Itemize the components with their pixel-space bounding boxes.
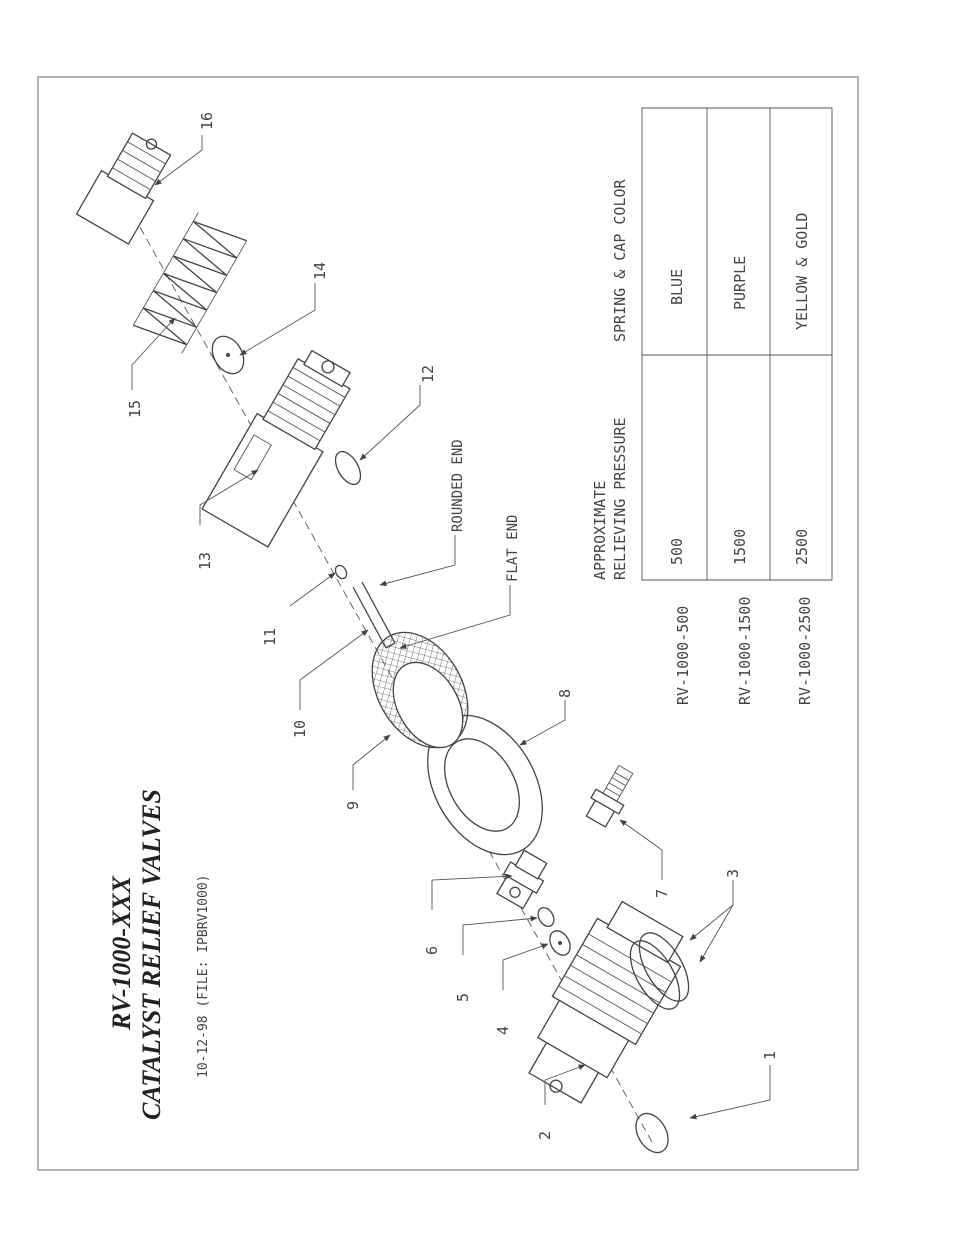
callout-3: 3 <box>724 869 742 878</box>
part-7-fitting <box>585 764 634 828</box>
callout-13: 13 <box>196 552 214 570</box>
callout-11: 11 <box>261 628 279 646</box>
part-13-bonnet <box>201 349 351 548</box>
part-2-body <box>528 900 684 1104</box>
part-5-small-oring <box>537 907 555 927</box>
assembly-centerline <box>121 194 653 1143</box>
sheet-border <box>37 76 859 1171</box>
callout-14: 14 <box>311 262 329 280</box>
callout-2: 2 <box>536 1131 554 1140</box>
title-name: CATALYST RELIEF VALVES <box>137 789 166 1120</box>
table-row-1-color: BLUE <box>668 269 686 305</box>
callout-16: 16 <box>198 112 216 130</box>
spec-table: APPROXIMATE RELIEVING PRESSURE SPRING & … <box>591 107 833 705</box>
part-11-ball <box>334 564 348 580</box>
callout-1: 1 <box>761 1051 779 1060</box>
table-row-2-pressure: 1500 <box>731 529 749 565</box>
part-15-spring <box>132 212 248 354</box>
table-header-pressure-1: APPROXIMATE <box>591 481 609 580</box>
part-3-orings <box>629 932 690 1010</box>
callout-8: 8 <box>556 689 574 698</box>
title-subline: 10-12-98 (FILE: IPBRV1000) <box>196 875 211 1079</box>
callout-5: 5 <box>454 993 472 1002</box>
part-16-cap <box>75 132 172 245</box>
callout-15: 15 <box>126 400 144 418</box>
table-row-1-model: RV-1000-500 <box>674 606 692 705</box>
callout-10: 10 <box>291 720 309 738</box>
title-model: RV-1000-XXX <box>107 875 136 1031</box>
leader-lines <box>131 135 771 1120</box>
part-14-retainer <box>211 335 245 375</box>
table-row-2-model: RV-1000-1500 <box>736 597 754 705</box>
callout-7: 7 <box>653 889 671 898</box>
part-12-oring <box>334 450 362 486</box>
part-4-seat <box>549 930 571 956</box>
callout-6: 6 <box>423 946 441 955</box>
note-flat-end: FLAT END <box>505 515 521 582</box>
part-1-oring <box>635 1112 669 1154</box>
table-row-2-color: PURPLE <box>731 256 749 310</box>
table-row-3-pressure: 2500 <box>793 529 811 565</box>
table-header-color: SPRING & CAP COLOR <box>611 178 629 342</box>
part-9-knurled-nut <box>371 631 469 749</box>
note-rounded-end: ROUNDED END <box>450 439 466 532</box>
pin-notes: ROUNDED END FLAT END <box>450 439 521 582</box>
callout-4: 4 <box>494 1026 512 1035</box>
table-header-pressure-2: RELIEVING PRESSURE <box>611 417 629 580</box>
table-row-3-color: YELLOW & GOLD <box>793 213 811 330</box>
table-row-3-model: RV-1000-2500 <box>796 597 814 705</box>
table-row-1-pressure: 500 <box>668 538 686 565</box>
callout-9: 9 <box>344 801 362 810</box>
callout-labels: 1 2 3 4 5 6 7 8 9 10 11 12 13 14 15 16 <box>126 112 779 1140</box>
part-6-piston <box>496 849 548 910</box>
callout-12: 12 <box>419 365 437 383</box>
part-10-pin <box>352 581 396 649</box>
title-block: RV-1000-XXX CATALYST RELIEF VALVES 10-12… <box>107 789 211 1120</box>
